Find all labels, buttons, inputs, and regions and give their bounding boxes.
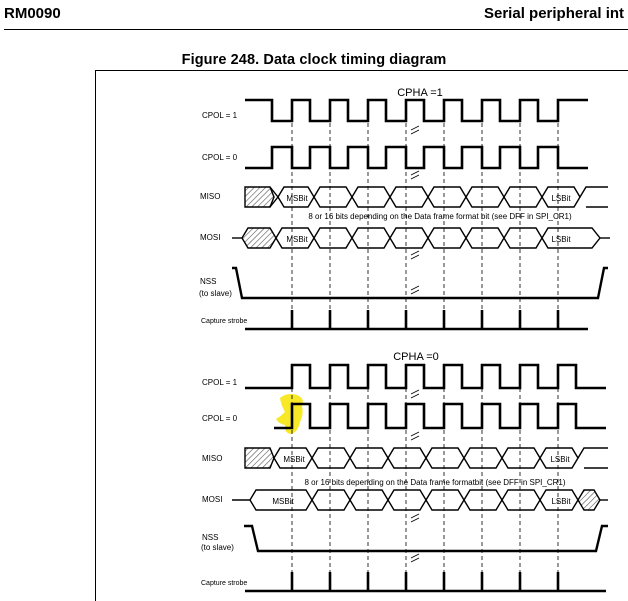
miso-label-p2: MISO (202, 454, 222, 463)
miso-lsbit-p1: LSBit (551, 194, 571, 203)
break-marks-p1 (410, 125, 420, 295)
nss-label-p1: NSS (200, 277, 216, 286)
cpol1-clock-p2 (245, 363, 606, 390)
miso-signal-p1 (244, 186, 608, 208)
dff-note-p2: 8 or 16 bits depending on the Data frame… (304, 478, 565, 487)
figure-frame-left (95, 70, 96, 601)
dff-note-p1: 8 or 16 bits depending on the Data frame… (308, 212, 572, 221)
cpol1-label-p1: CPOL = 1 (202, 111, 238, 120)
header-rule (4, 29, 628, 30)
nss-sub-label-p1: (to slave) (199, 289, 232, 298)
capture-strobe-p1 (245, 310, 588, 331)
document-id: RM0090 (4, 5, 61, 22)
capture-strobe-p2 (245, 572, 606, 593)
section-title: Serial peripheral int (484, 5, 625, 22)
mosi-signal-p2 (232, 489, 608, 511)
miso-signal-p2 (244, 447, 608, 469)
cpol0-label-p2: CPOL = 0 (202, 414, 238, 423)
figure-frame-top (95, 70, 628, 71)
miso-label-p1: MISO (200, 192, 220, 201)
mosi-msbit-p2: MSBit (272, 497, 294, 506)
nss-signal-p1 (232, 266, 608, 300)
miso-msbit-p2: MSBit (283, 455, 305, 464)
nss-sub-label-p2: (to slave) (201, 543, 234, 552)
cpol0-clock-p1 (245, 145, 588, 170)
guide-lines-p2 (291, 388, 559, 572)
cpol0-label-p1: CPOL = 0 (202, 153, 238, 162)
panel-cpha1: CPHA =1 CPOL = 1 CPOL = 0 MISO MOSI NSS … (199, 87, 610, 331)
panel-cpha0: CPHA =0 CPOL = 1 CPOL = 0 MISO MOSI NSS … (201, 351, 608, 593)
mosi-label-p1: MOSI (200, 233, 220, 242)
mosi-lsbit-p1: LSBit (551, 235, 571, 244)
mosi-msbit-p1: MSBit (286, 235, 308, 244)
cpol1-clock-p1 (245, 98, 588, 123)
cpol1-label-p2: CPOL = 1 (202, 378, 238, 387)
guide-lines-p1 (291, 123, 559, 310)
miso-lsbit-p2: LSBit (550, 455, 570, 464)
cpol0-clock-p2 (274, 402, 606, 430)
mosi-label-p2: MOSI (202, 495, 222, 504)
break-marks-p2 (410, 389, 420, 563)
miso-msbit-p1: MSBit (286, 194, 308, 203)
figure-title: Figure 248. Data clock timing diagram (181, 52, 447, 68)
nss-signal-p2 (244, 524, 608, 553)
mosi-signal-p1 (232, 227, 610, 249)
mosi-lsbit-p2: LSBit (551, 497, 571, 506)
cpha0-label: CPHA =0 (393, 351, 439, 363)
capture-label-p1: Capture strobe (201, 318, 247, 325)
cpha1-label: CPHA =1 (397, 87, 443, 99)
capture-label-p2: Capture strobe (201, 580, 247, 587)
nss-label-p2: NSS (202, 533, 218, 542)
